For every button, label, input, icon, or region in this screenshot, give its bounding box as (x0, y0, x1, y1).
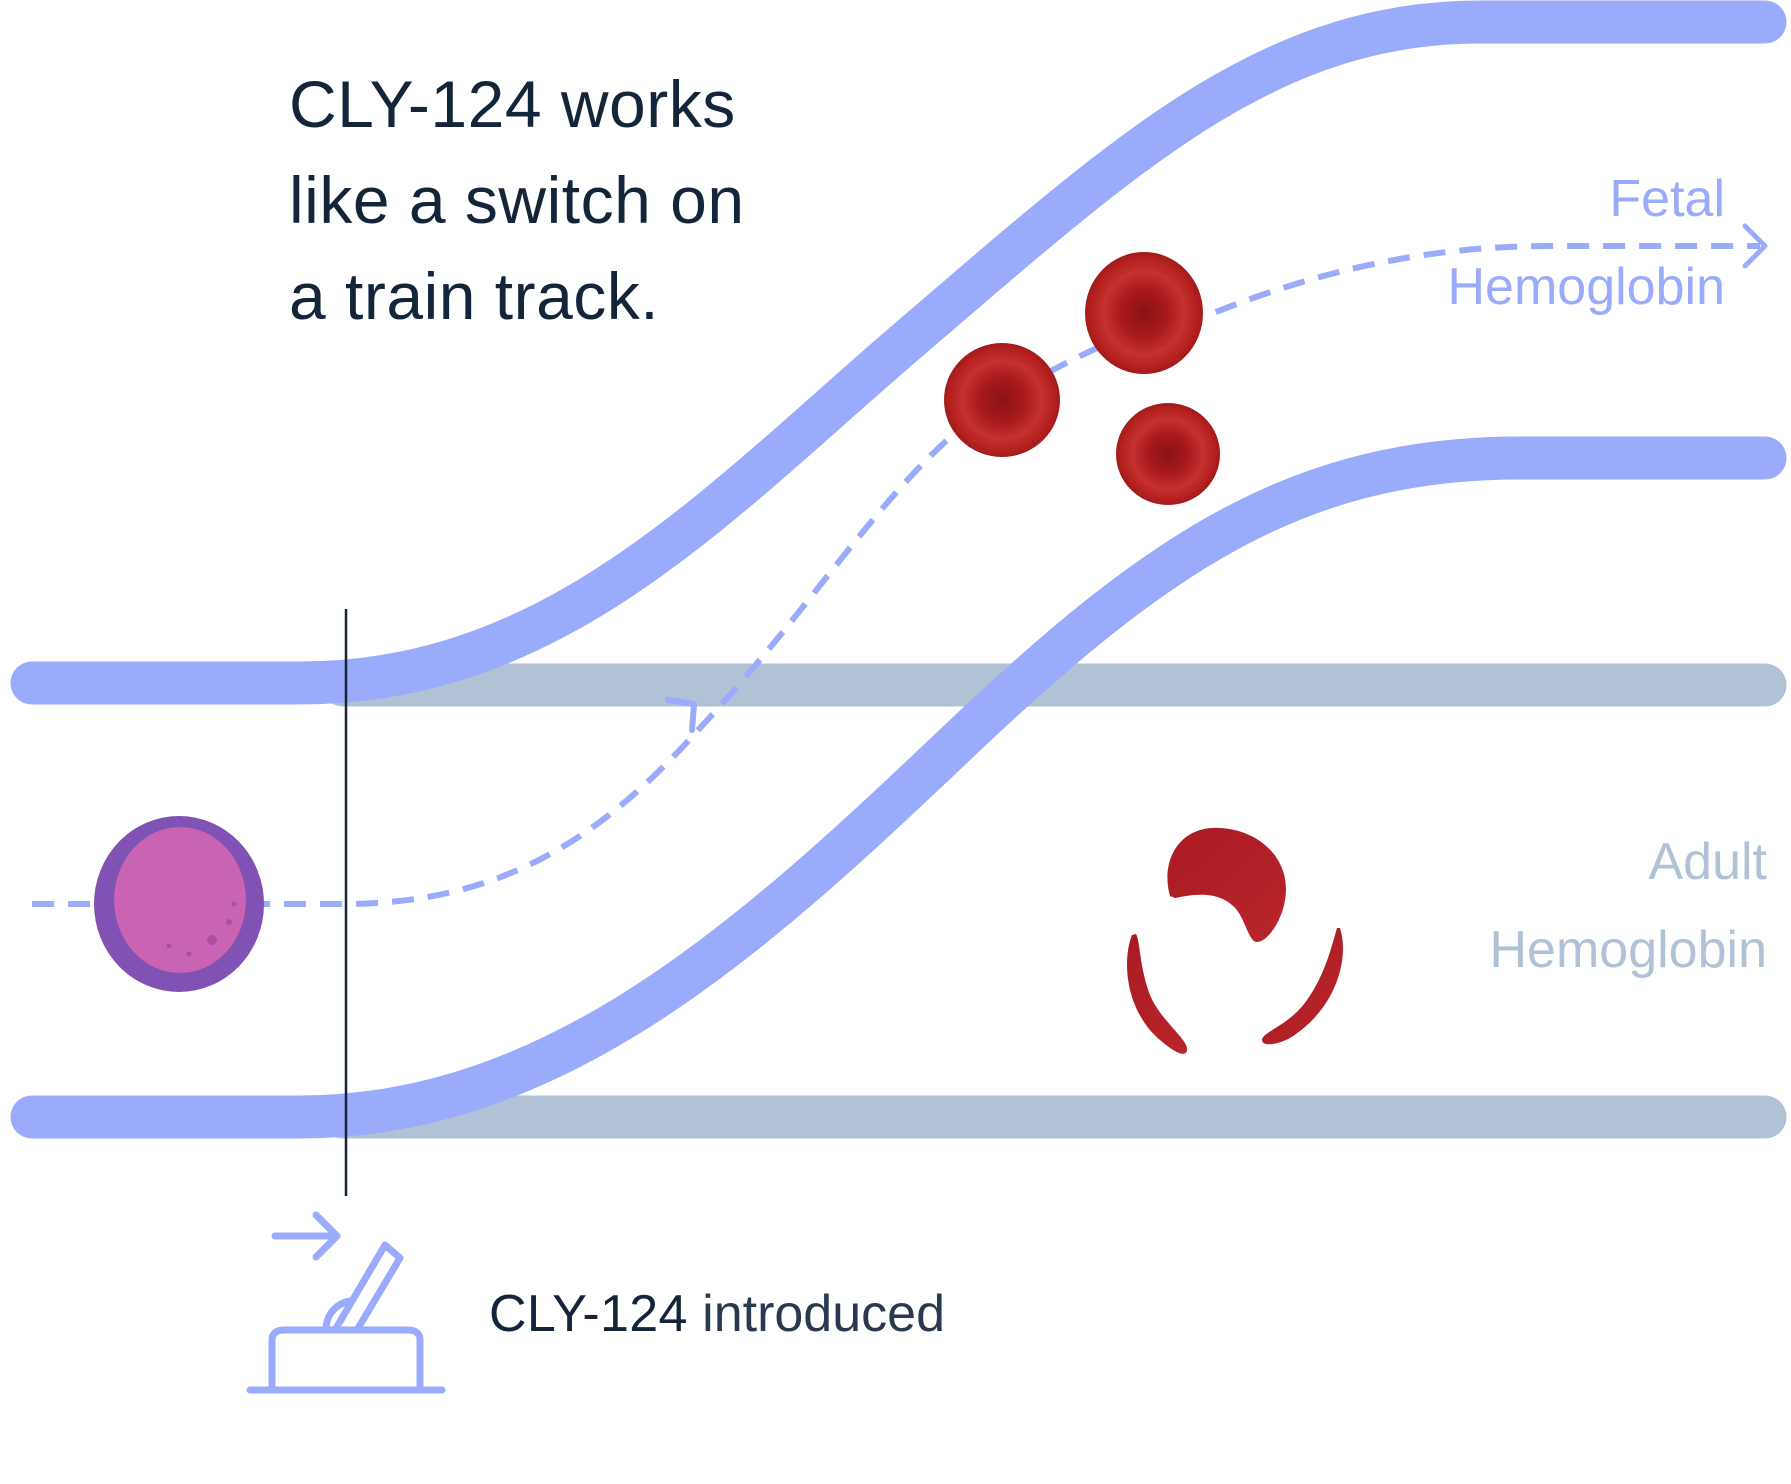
fetal-track-upper-rail (10, 0, 1787, 705)
headline-line: CLY-124 works (289, 67, 736, 141)
sickle-cell-icon (1262, 928, 1343, 1045)
sickle-cell-icon (1167, 827, 1286, 942)
adult-label-line: Adult (1648, 833, 1767, 891)
sickle-cell-icon (1127, 934, 1188, 1054)
red-blood-cells-group (944, 252, 1220, 505)
adult-label-line: Hemoglobin (1489, 921, 1768, 979)
arrow-mid-icon (665, 697, 697, 733)
stem-cell-icon (94, 816, 264, 992)
arrow-end-icon (1742, 223, 1768, 269)
headline: CLY-124 works like a switch on a train t… (289, 56, 745, 344)
sickle-cells-group (1127, 827, 1343, 1054)
fetal-track-lower-rail (10, 436, 1787, 1139)
caption-action: introduced (687, 1285, 945, 1343)
drug-name: CLY-124 (489, 1285, 688, 1343)
red-blood-cell-icon (1085, 252, 1203, 374)
red-blood-cell-icon (944, 343, 1060, 457)
fetal-label-line: Hemoglobin (1447, 258, 1726, 316)
switch-caption: CLY-124 introduced (489, 1284, 945, 1344)
track-switch-lever-icon (246, 1211, 446, 1394)
red-blood-cell-icon (1116, 403, 1220, 505)
headline-line: a train track. (289, 259, 660, 333)
fetal-hemoglobin-label: Fetal Hemoglobin (1448, 155, 1726, 331)
fetal-label-line: Fetal (1609, 170, 1725, 228)
adult-hemoglobin-label: Adult Hemoglobin (1490, 818, 1768, 994)
headline-line: like a switch on (289, 163, 745, 237)
